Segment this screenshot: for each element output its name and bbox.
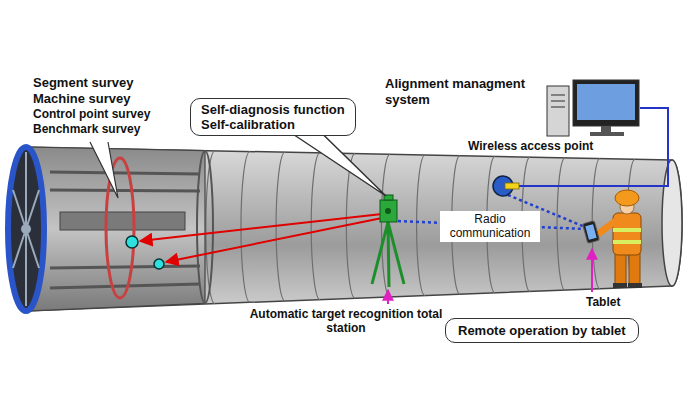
survey-item: Control point survey [33, 107, 150, 121]
caption-box: Remote operation by tablet [445, 318, 639, 343]
worker-boot [613, 283, 627, 288]
tablet-screen [585, 224, 596, 240]
cutter-head [8, 147, 44, 311]
survey-item: Segment survey [33, 75, 133, 91]
tablet-device [583, 221, 600, 243]
monitor-base [590, 132, 624, 136]
worker-arm [598, 220, 617, 234]
tripod-legs [372, 222, 404, 287]
monitor [573, 80, 639, 126]
callout-tail [293, 134, 386, 196]
survey-ray [140, 214, 382, 241]
survey-ray [166, 218, 382, 262]
cutter-hub [21, 224, 31, 234]
tower-slots [551, 95, 565, 107]
monitor-screen [577, 84, 635, 120]
survey-item: Benchmark survey [33, 122, 140, 136]
worker-leg [629, 253, 640, 286]
computer-tower [547, 86, 569, 136]
vest-stripe [613, 228, 641, 232]
access-point-antenna [505, 183, 519, 189]
tunnel-end [662, 160, 682, 286]
total-station [380, 200, 397, 222]
link-label: Radio communication [440, 211, 540, 242]
worker-helmet [615, 190, 639, 206]
system-label: Alignment managment system [385, 76, 535, 107]
pointer-arrow [591, 249, 593, 292]
survey-target [126, 236, 138, 248]
monitor-stand [601, 126, 611, 132]
total-station-lens [385, 208, 391, 214]
device-label: Tablet [586, 295, 620, 309]
machine-frame [60, 212, 185, 230]
device-label: Automatic target recognition total stati… [248, 307, 444, 336]
cutter-spokes [13, 152, 39, 306]
survey-item: Machine survey [33, 91, 131, 107]
worker-leg [615, 253, 626, 286]
vest-stripe [613, 240, 641, 244]
survey-target [154, 259, 164, 269]
machine-shield [26, 147, 205, 311]
box-text: Remote operation by tablet [458, 323, 626, 338]
box-text: Self-diagnosis function [201, 102, 345, 117]
callout-box: Self-diagnosis functionSelf-calibration [190, 98, 356, 136]
worker-boot [628, 283, 642, 288]
device-label: Wireless access point [468, 139, 593, 153]
thrust-jacks [50, 172, 200, 288]
callout-tail [90, 142, 118, 198]
pointer-arrow [387, 290, 389, 304]
box-text: Self-calibration [201, 117, 345, 132]
